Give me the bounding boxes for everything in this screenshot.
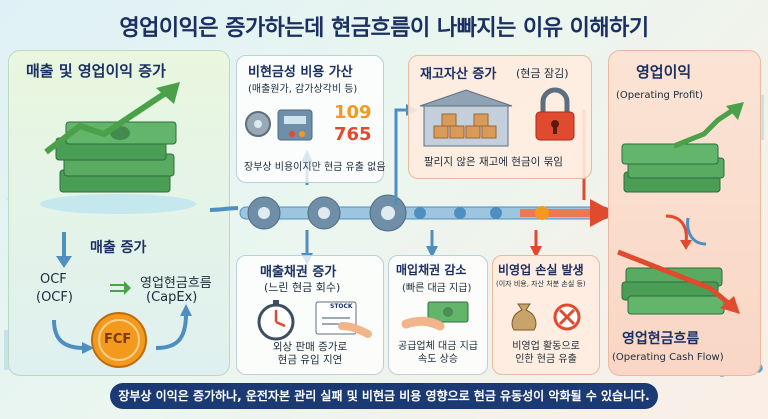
fcf-coin-icon [91, 312, 147, 368]
stopwatch-icon [257, 300, 295, 341]
cash-payment-icon [401, 301, 469, 331]
receivables-caption: 외상 판매 증가로 현금 유입 지연 [236, 341, 384, 367]
payables-header: 매입채권 감소 [396, 263, 467, 277]
box-nonoperating-loss [492, 255, 600, 375]
right-top-sub: (Operating Profit) [616, 90, 704, 101]
nonop-sub: (이자 비용, 자산 처분 손실 등) [496, 280, 586, 288]
nonop-caption-line-1: 비영업 활동으로 [512, 341, 580, 352]
payables-sub: (빠른 대금 지급) [402, 283, 472, 294]
inventory-caption: 팔리지 않은 재고에 현금이 묶임 [424, 156, 563, 168]
padlock-icon [535, 87, 575, 141]
receivables-caption-line-1: 외상 판매 증가로 [272, 341, 348, 353]
double-arrow-icon [110, 281, 131, 295]
nonop-caption-line-2: 인한 현금 유출 [515, 353, 577, 365]
warehouse-icon [419, 89, 513, 147]
flow-arrow-left-down [56, 232, 72, 268]
nonop-header: 비영업 손실 발생 [498, 263, 584, 277]
noncash-sub: (매출원가, 감가상각비 등) [248, 84, 358, 95]
money-stack-up-icon [621, 102, 744, 193]
right-bottom-sub: (Operating Cash Flow) [612, 352, 724, 363]
money-stack-down-icon [617, 249, 740, 315]
fcf-coin-label: FCF [104, 332, 132, 347]
noncash-caption: 장부상 비용이지만 현금 유출 없음 [244, 162, 386, 173]
gears-machine-icon [245, 109, 313, 141]
ocf-label: OCF [40, 272, 67, 287]
ocf-paren-label: (OCF) [36, 290, 73, 305]
no-entry-icon [553, 303, 581, 331]
payables-caption-line-1: 공급업체 대금 지급 [398, 341, 478, 352]
right-top-label: 영업이익 [636, 63, 692, 81]
noncash-header: 비현금성 비용 가산 [248, 65, 353, 80]
capex-label: 영업현금흐름 [140, 276, 212, 291]
page-title: 영업이익은 증가하는데 현금흐름이 나빠지는 이유 이해하기 [119, 16, 649, 41]
inventory-header: 재고자산 증가 [420, 67, 497, 82]
stock-document-icon [315, 301, 372, 338]
loop-arrows [52, 304, 192, 354]
receivables-sub: (느린 현금 회수) [264, 281, 341, 294]
left-header: 매출 및 영업이익 증가 [26, 62, 166, 80]
payables-caption-line-2: 속도 상승 [418, 353, 458, 365]
cycle-arrows-icon [665, 214, 707, 250]
noncash-number-2: 765 [334, 124, 372, 145]
nonop-caption: 비영업 활동으로 인한 현금 유출 [492, 341, 600, 366]
receivables-caption-line-2: 현금 유입 지연 [277, 354, 343, 367]
money-bag-icon [511, 303, 537, 331]
payables-caption: 공급업체 대금 지급 속도 상승 [388, 341, 488, 366]
receivables-header: 매출채권 증가 [260, 265, 337, 280]
pipeline-flow [239, 194, 616, 232]
capex-paren-label: (CapEx) [146, 290, 198, 305]
footer-summary: 장부상 이익은 증가하나, 운전자본 관리 실패 및 비현금 비용 영향으로 현… [110, 383, 658, 409]
right-bottom-label: 영업현금흐름 [622, 331, 700, 347]
sales-increase-label: 매출 증가 [90, 240, 147, 256]
noncash-number-1: 109 [334, 102, 372, 123]
stock-document-label: STOCK [330, 303, 353, 310]
money-stack-growth-icon [40, 82, 196, 214]
inventory-sub: (현금 잠김) [516, 67, 569, 80]
